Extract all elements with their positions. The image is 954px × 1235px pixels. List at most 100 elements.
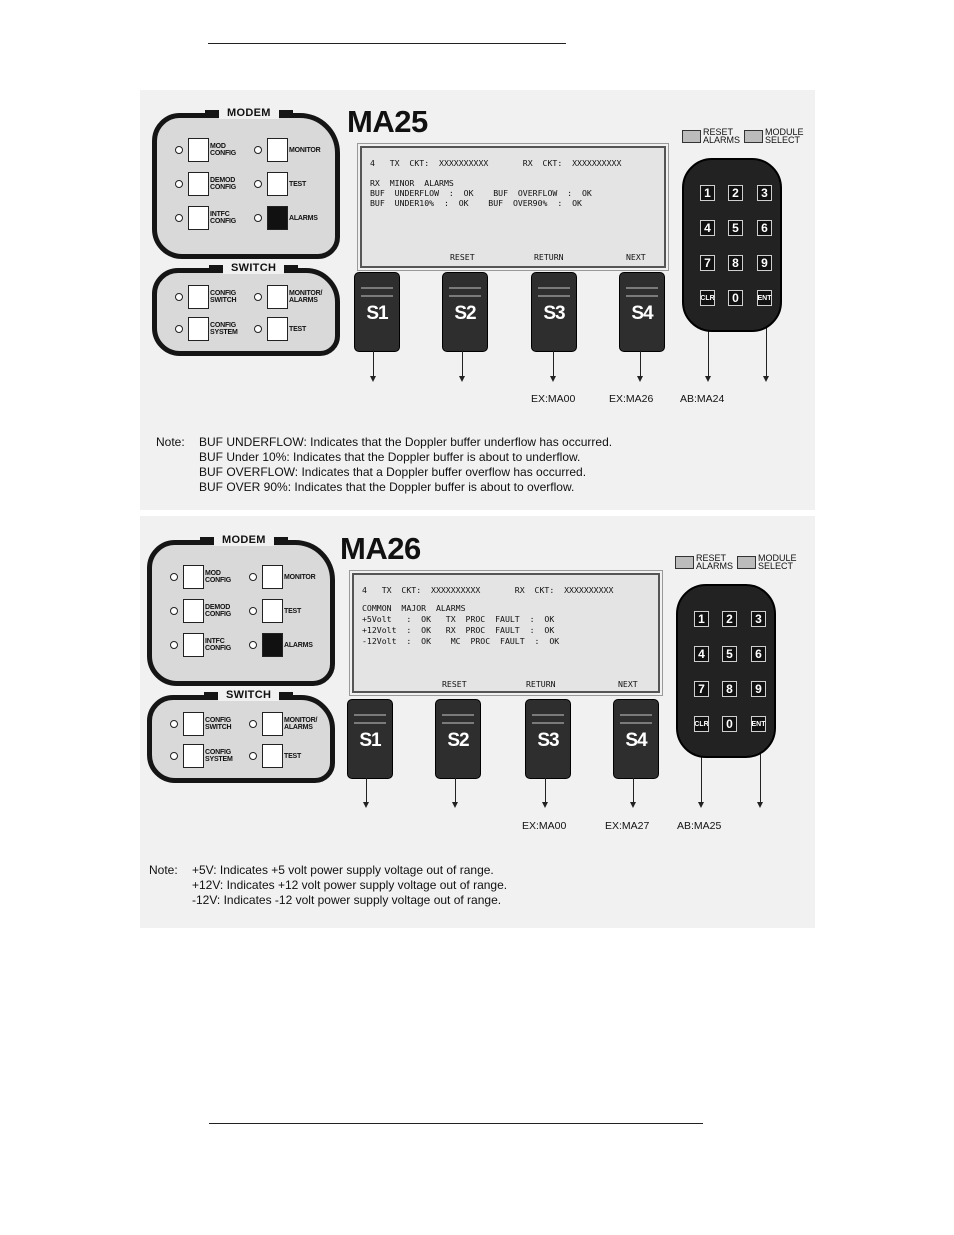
lcd-display: 4 TX CKT: XXXXXXXXXX RX CKT: XXXXXXXXXX … — [349, 570, 663, 696]
switch-test-key[interactable]: TEST — [254, 317, 306, 341]
config-switch-key[interactable]: CONFIG SWITCH — [175, 285, 237, 309]
key-9[interactable]: 9 — [757, 255, 772, 271]
led-indicator — [170, 752, 178, 760]
key-ent[interactable]: ENT — [757, 290, 772, 306]
config-system-key[interactable]: CONFIG SYSTEM — [175, 317, 238, 341]
key-7[interactable]: 7 — [700, 255, 715, 271]
key-ent[interactable]: ENT — [751, 716, 766, 732]
modem-key-group: MODEM MOD CONFIG MONITOR DEMOD CONFIG TE… — [147, 534, 335, 686]
alarms-key[interactable]: ALARMS — [254, 206, 318, 230]
led-indicator — [175, 293, 183, 301]
key-button[interactable] — [267, 285, 288, 309]
monitor-key[interactable]: MONITOR — [254, 138, 321, 162]
key-button[interactable] — [188, 317, 209, 341]
key-button[interactable] — [188, 285, 209, 309]
arrow-down-icon — [370, 376, 376, 382]
mod-config-key[interactable]: MOD CONFIG — [175, 138, 236, 162]
demod-config-key[interactable]: DEMOD CONFIG — [175, 172, 236, 196]
key-label: CONFIG SWITCH — [205, 717, 232, 731]
softkey-label-reset: RESET — [442, 679, 467, 689]
key-2[interactable]: 2 — [728, 185, 743, 201]
key-1[interactable]: 1 — [700, 185, 715, 201]
key-button[interactable] — [267, 172, 288, 196]
s2-button[interactable]: S2 — [442, 272, 488, 352]
test-key[interactable]: TEST — [249, 599, 301, 623]
key-0[interactable]: 0 — [728, 290, 743, 306]
key-7[interactable]: 7 — [694, 681, 709, 697]
switch-key-group: SWITCH CONFIG SWITCH MONITOR/ ALARMS CON… — [147, 689, 335, 783]
key-2[interactable]: 2 — [722, 611, 737, 627]
note-line: +12V: Indicates +12 volt power supply vo… — [192, 878, 508, 892]
nav-label-s3: EX:MA00 — [531, 393, 576, 405]
key-5[interactable]: 5 — [722, 646, 737, 662]
key-button[interactable] — [262, 633, 283, 657]
key-label: MOD CONFIG — [210, 143, 237, 157]
key-button[interactable] — [183, 744, 204, 768]
key-1[interactable]: 1 — [694, 611, 709, 627]
lcd-line: -12Volt : OK MC PROC FAULT : OK — [362, 636, 560, 646]
key-button[interactable] — [188, 138, 209, 162]
key-button[interactable] — [183, 599, 204, 623]
key-button[interactable] — [267, 317, 288, 341]
key-button[interactable] — [262, 599, 283, 623]
key-6[interactable]: 6 — [757, 220, 772, 236]
lcd-line: +5Volt : OK TX PROC FAULT : OK — [362, 614, 555, 624]
test-key[interactable]: TEST — [254, 172, 306, 196]
key-button[interactable] — [183, 712, 204, 736]
s1-button[interactable]: S1 — [354, 272, 400, 352]
key-3[interactable]: 3 — [751, 611, 766, 627]
key-5[interactable]: 5 — [728, 220, 743, 236]
key-label: ALARMS — [284, 641, 313, 649]
intfc-config-key[interactable]: INTFC CONFIG — [175, 206, 236, 230]
s4-button[interactable]: S4 — [619, 272, 665, 352]
key-clr[interactable]: CLR — [700, 290, 715, 306]
nav-label-s4: EX:MA27 — [605, 820, 650, 832]
key-0[interactable]: 0 — [722, 716, 737, 732]
mod-config-key[interactable]: MOD CONFIG — [170, 565, 231, 589]
config-switch-key[interactable]: CONFIG SWITCH — [170, 712, 232, 736]
monitor-key[interactable]: MONITOR — [249, 565, 316, 589]
key-8[interactable]: 8 — [728, 255, 743, 271]
key-3[interactable]: 3 — [757, 185, 772, 201]
key-label: TEST — [284, 752, 302, 760]
s1-button[interactable]: S1 — [347, 699, 393, 779]
key-button[interactable] — [183, 633, 204, 657]
s3-button[interactable]: S3 — [531, 272, 577, 352]
key-clr[interactable]: CLR — [694, 716, 709, 732]
key-button[interactable] — [267, 206, 288, 230]
key-6[interactable]: 6 — [751, 646, 766, 662]
key-button[interactable] — [262, 565, 283, 589]
key-button[interactable] — [267, 138, 288, 162]
key-button[interactable] — [188, 206, 209, 230]
key-9[interactable]: 9 — [751, 681, 766, 697]
softkey-label-next: NEXT — [626, 252, 646, 262]
arrow-down-icon — [542, 802, 548, 808]
s2-button[interactable]: S2 — [435, 699, 481, 779]
lcd-line: 4 TX CKT: XXXXXXXXXX RX CKT: XXXXXXXXXX — [362, 585, 614, 595]
intfc-config-key[interactable]: INTFC CONFIG — [170, 633, 231, 657]
led-indicator — [175, 325, 183, 333]
key-button[interactable] — [262, 744, 283, 768]
alarms-key[interactable]: ALARMS — [249, 633, 313, 657]
s3-button[interactable]: S3 — [525, 699, 571, 779]
arrow-line — [701, 734, 702, 804]
config-system-key[interactable]: CONFIG SYSTEM — [170, 744, 233, 768]
key-button[interactable] — [188, 172, 209, 196]
switch-test-key[interactable]: TEST — [249, 744, 301, 768]
key-8[interactable]: 8 — [722, 681, 737, 697]
key-button[interactable] — [183, 565, 204, 589]
s4-button[interactable]: S4 — [613, 699, 659, 779]
button-label: S2 — [454, 303, 476, 324]
arrow-line — [366, 778, 367, 804]
key-button[interactable] — [262, 712, 283, 736]
led-indicator — [175, 146, 183, 154]
demod-config-key[interactable]: DEMOD CONFIG — [170, 599, 231, 623]
arrow-down-icon — [459, 376, 465, 382]
bottom-rule — [209, 1123, 703, 1124]
monitor-alarms-key[interactable]: MONITOR/ ALARMS — [249, 712, 317, 736]
monitor-alarms-key[interactable]: MONITOR/ ALARMS — [254, 285, 322, 309]
key-4[interactable]: 4 — [700, 220, 715, 236]
arrow-line — [633, 778, 634, 804]
key-label: CONFIG SWITCH — [210, 290, 237, 304]
key-4[interactable]: 4 — [694, 646, 709, 662]
